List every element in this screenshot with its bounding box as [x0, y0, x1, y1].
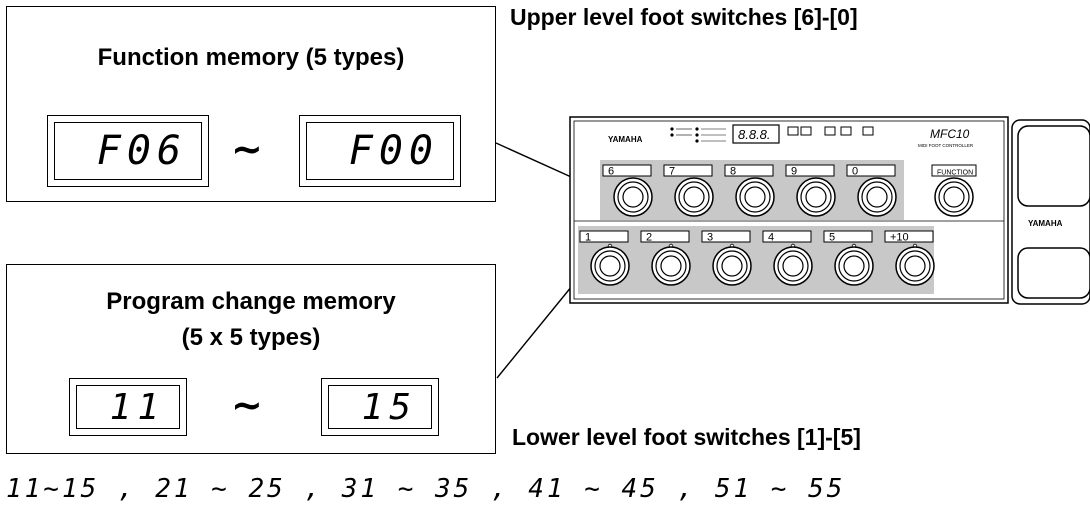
lower-key-label-box-4 [823, 230, 873, 243]
function-memory-title: Function memory (5 types) [97, 44, 405, 71]
upper-key-label-3: 9 [791, 166, 797, 178]
device-display [732, 124, 780, 144]
program-sequence: 11~15 , 21 ~ 25 , 31 ~ 35 , 41 ~ 45 , 51… [6, 474, 846, 504]
lower-foot-switch-4-ring-2 [843, 255, 865, 277]
upper-key-label-box-0 [602, 164, 652, 177]
lower-foot-switch-2-ring-2 [721, 255, 743, 277]
upper-key-label-0: 6 [608, 166, 614, 178]
device-model-sub: MIDI FOOT CONTROLLER [918, 143, 974, 148]
lower-key-label-box-5 [884, 230, 934, 243]
upper-foot-switch-3-ring-2 [805, 186, 827, 208]
panel-buttons [787, 126, 874, 136]
lower-foot-switch-0-ring-2 [599, 255, 621, 277]
function-range-separator: ~ [231, 127, 263, 171]
program-range-separator: ~ [231, 383, 263, 427]
upper-key-label-1: 7 [669, 166, 675, 178]
lower-switch-panel [578, 226, 934, 294]
lower-key-label-box-3 [762, 230, 812, 243]
lower-key-label-3: 4 [768, 232, 774, 244]
program-memory-box: Program change memory (5 x 5 types) 11 ~… [6, 264, 496, 454]
pedal-brand: YAMAHA [1028, 219, 1063, 228]
expression-pedal [1011, 119, 1090, 305]
function-memory-box: Function memory (5 types) F06 ~ F00 [6, 6, 496, 202]
lower-key-label-box-0 [579, 230, 629, 243]
device-model: MFC10 [930, 127, 970, 141]
function-display-to-frame: F00 [306, 122, 454, 180]
program-display-to-value: 15 [361, 386, 417, 428]
upper-key-label-box-3 [785, 164, 835, 177]
led-indicators [670, 127, 699, 143]
lower-key-label-box-1 [640, 230, 690, 243]
lower-key-label-0: 1 [585, 232, 591, 244]
lower-key-label-2: 3 [707, 232, 713, 244]
upper-key-label-2: 8 [730, 166, 736, 178]
lower-key-label-box-2 [701, 230, 751, 243]
function-display-to-value: F00 [348, 128, 439, 174]
upper-key-label-box-2 [724, 164, 774, 177]
upper-foot-switch-0-ring-2 [622, 186, 644, 208]
program-memory-title-line2: (5 x 5 types) [181, 324, 321, 351]
upper-key-label-box-5 [931, 164, 977, 177]
upper-key-label-box-4 [846, 164, 896, 177]
program-display-to-frame: 15 [328, 385, 432, 429]
program-display-from-value: 11 [109, 386, 165, 428]
function-display-to: F00 [299, 115, 461, 187]
lower-switches-label: Lower level foot switches [1]-[5] [512, 424, 861, 450]
upper-foot-switch-2-ring-2 [744, 186, 766, 208]
lower-key-label-4: 5 [829, 232, 835, 244]
lower-foot-switch-3-ring-2 [782, 255, 804, 277]
program-display-from: 11 [69, 378, 187, 436]
device-brand: YAMAHA [608, 135, 643, 144]
upper-foot-switch-1-ring-2 [683, 186, 705, 208]
function-display-from: F06 [47, 115, 209, 187]
lower-key-label-1: 2 [646, 232, 652, 244]
function-display-from-frame: F06 [54, 122, 202, 180]
lower-foot-switch-5-ring-2 [904, 255, 926, 277]
lower-pointer-line [496, 285, 573, 379]
upper-foot-switch-5-ring-2 [943, 186, 965, 208]
upper-key-label-5: FUNCTION [937, 170, 973, 177]
upper-key-label-4: 0 [852, 166, 858, 178]
led-label-lines [676, 128, 726, 142]
upper-foot-switch-4-ring-2 [866, 186, 888, 208]
program-display-to: 15 [321, 378, 439, 436]
program-display-from-frame: 11 [76, 385, 180, 429]
upper-key-label-box-1 [663, 164, 713, 177]
function-display-from-value: F06 [96, 128, 187, 174]
program-memory-title-line1: Program change memory [106, 288, 396, 315]
upper-switches-label: Upper level foot switches [6]-[0] [510, 4, 858, 30]
lower-key-label-5: +10 [890, 232, 909, 244]
lower-foot-switch-1-ring-2 [660, 255, 682, 277]
device-display-value: 8.8.8. [738, 127, 771, 142]
